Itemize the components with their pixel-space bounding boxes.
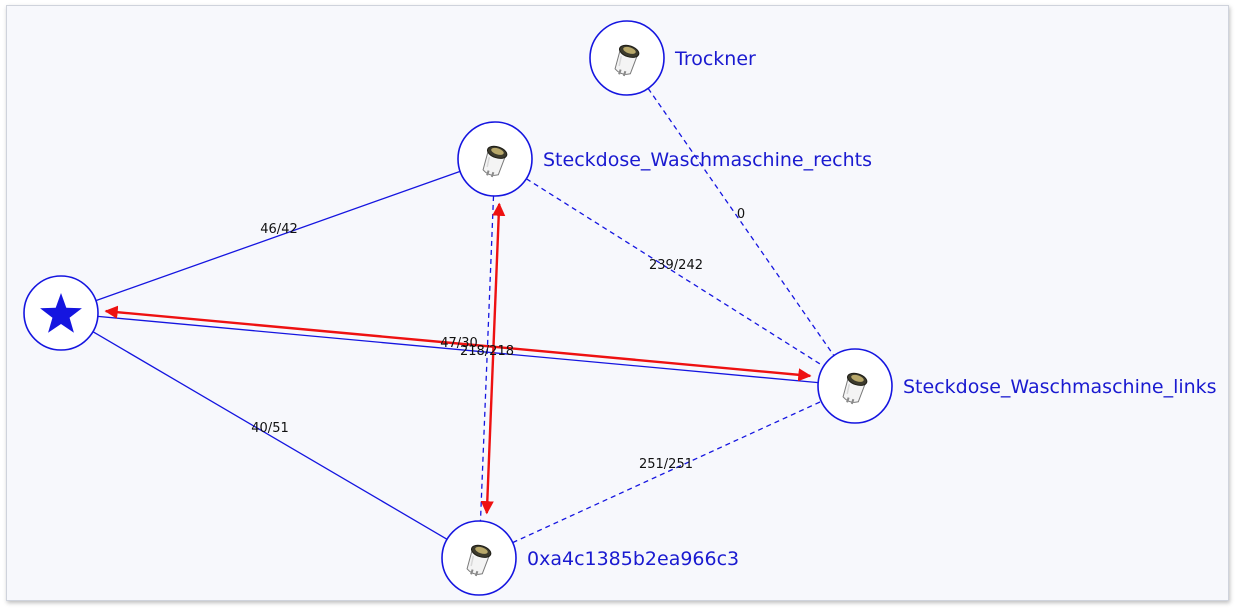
- link-rechts-links: [525, 178, 825, 367]
- link-coordinator-rechts: [95, 170, 461, 302]
- network-map[interactable]: 46/42 47/30 40/51 0 239/242 218/218 251/251 Tr…: [7, 6, 1230, 602]
- star-icon: [40, 293, 82, 333]
- node-label-trockner: Trockner: [674, 48, 756, 70]
- node-coordinator[interactable]: [23, 275, 99, 351]
- link-label-unnamed-links: 251/251: [639, 457, 693, 472]
- link-label-coordinator-links: 47/30: [440, 336, 477, 351]
- link-label-rechts-unnamed: 218/218: [460, 344, 514, 359]
- node-unnamed[interactable]: 0xa4c1385b2ea966c3: [441, 520, 739, 596]
- route-rechts-unnamed: [480, 358, 495, 515]
- links-layer: [92, 88, 835, 544]
- node-label-unnamed: 0xa4c1385b2ea966c3: [527, 548, 739, 570]
- link-rechts-unnamed: [479, 195, 495, 522]
- node-links[interactable]: Steckdose_Waschmaschine_links: [817, 348, 1217, 424]
- routes-layer: [104, 202, 812, 515]
- link-label-coordinator-rechts: 46/42: [260, 222, 297, 237]
- link-trockner-links: [647, 88, 835, 356]
- link-coordinator-unnamed: [92, 331, 448, 540]
- route-coordinator-links: [457, 342, 812, 382]
- link-label-trockner-links: 0: [737, 207, 745, 222]
- link-label-coordinator-unnamed: 40/51: [251, 421, 288, 436]
- link-labels-layer: 46/42 47/30 40/51 0 239/242 218/218 251/251: [251, 207, 745, 472]
- nodes-layer: TrocknerSteckdose_Waschmaschine_rechtsSt…: [23, 20, 1217, 596]
- link-unnamed-links: [512, 400, 822, 544]
- link-label-rechts-links: 239/242: [649, 258, 703, 273]
- link-coordinator-links: [97, 315, 819, 384]
- route-unnamed-rechts: [491, 202, 506, 359]
- node-label-links: Steckdose_Waschmaschine_links: [903, 376, 1217, 398]
- node-rechts[interactable]: Steckdose_Waschmaschine_rechts: [457, 121, 872, 197]
- node-label-rechts: Steckdose_Waschmaschine_rechts: [543, 149, 872, 171]
- network-map-frame: 46/42 47/30 40/51 0 239/242 218/218 251/251 Tr…: [6, 5, 1229, 601]
- route-links-coordinator: [104, 305, 459, 345]
- node-trockner[interactable]: Trockner: [589, 20, 756, 96]
